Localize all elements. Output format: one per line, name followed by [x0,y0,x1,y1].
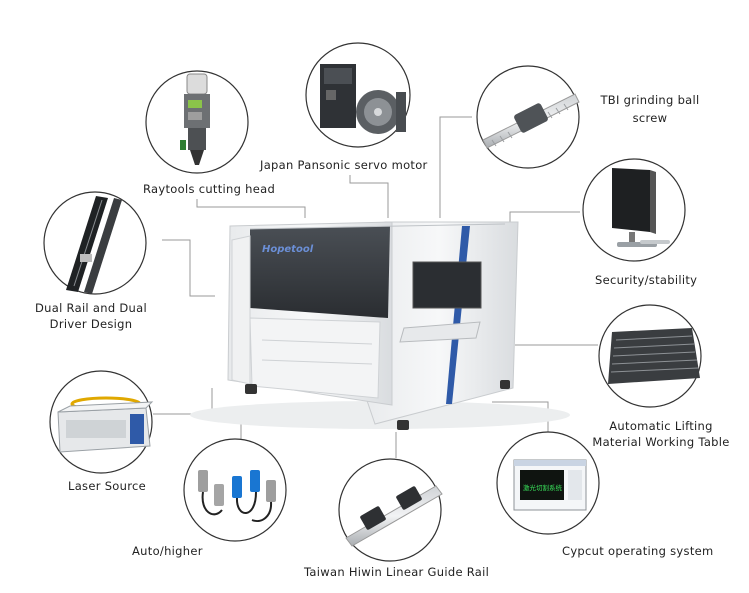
label-raytools-cutting-head: Raytools cutting head [143,182,276,196]
connector-lines [153,116,598,458]
connector-servo [349,175,389,218]
label-working-table-line1: Automatic Lifting [609,419,713,433]
ball-screw-icon [482,93,580,149]
laser-source-icon [57,396,154,453]
dual-rail-callout [43,191,147,295]
working-table-icon [608,328,700,384]
label-servo-motor: Japan Pansonic servo motor [260,158,428,172]
label-security-stability: Security/stability [595,273,698,287]
label-laser-source: Laser Source [68,479,147,493]
software-screen-icon: 激光切割系统 [513,459,587,511]
connector-ballscrew [439,116,472,218]
auto-higher-callout [183,438,287,542]
dual-rail-icon [66,196,122,294]
label-ball-screw-line1: TBI grinding ball [600,93,700,107]
connector-cypcut [492,401,549,432]
cypcut-callout: 激光切割系统 [496,431,600,535]
label-guide-rail: Taiwan Hiwin Linear Guide Rail [304,565,490,579]
monitor-icon [612,168,670,247]
servo-motor-callout [305,42,411,148]
raytools-cutting-head-callout [145,70,249,174]
servo-motor-icon [320,64,406,134]
connector-security [509,211,580,222]
security-stability-callout [582,158,686,262]
ball-screw-callout [476,65,580,169]
label-auto-higher: Auto/higher [132,544,203,558]
control-monitor [412,261,482,309]
laser-cutting-machine: Hopetool [190,221,570,430]
laser-source-callout [49,370,154,474]
label-ball-screw-line2: screw [632,111,668,125]
cutting-head-icon [180,73,210,165]
linear-guide-rail-icon [345,485,443,547]
machine-brand-logo: Hopetool [262,244,314,255]
label-working-table-line2: Material Working Table [592,435,730,449]
label-dual-rail-line2: Driver Design [49,317,133,331]
guide-rail-callout [338,458,443,562]
sensor-connectors-icon [198,470,276,522]
connector-raytools [196,199,306,218]
label-working-table: Automatic Lifting Material Working Table [582,418,740,450]
software-splash-text: 激光切割系统 [523,483,563,492]
label-cypcut: Cypcut operating system [562,544,714,558]
label-dual-rail-line1: Dual Rail and Dual [35,301,147,315]
label-ball-screw: TBI grinding ball screw [588,92,712,126]
connector-dualrail [162,239,215,297]
working-table-callout [598,304,702,408]
label-dual-rail: Dual Rail and Dual Driver Design [21,300,161,332]
